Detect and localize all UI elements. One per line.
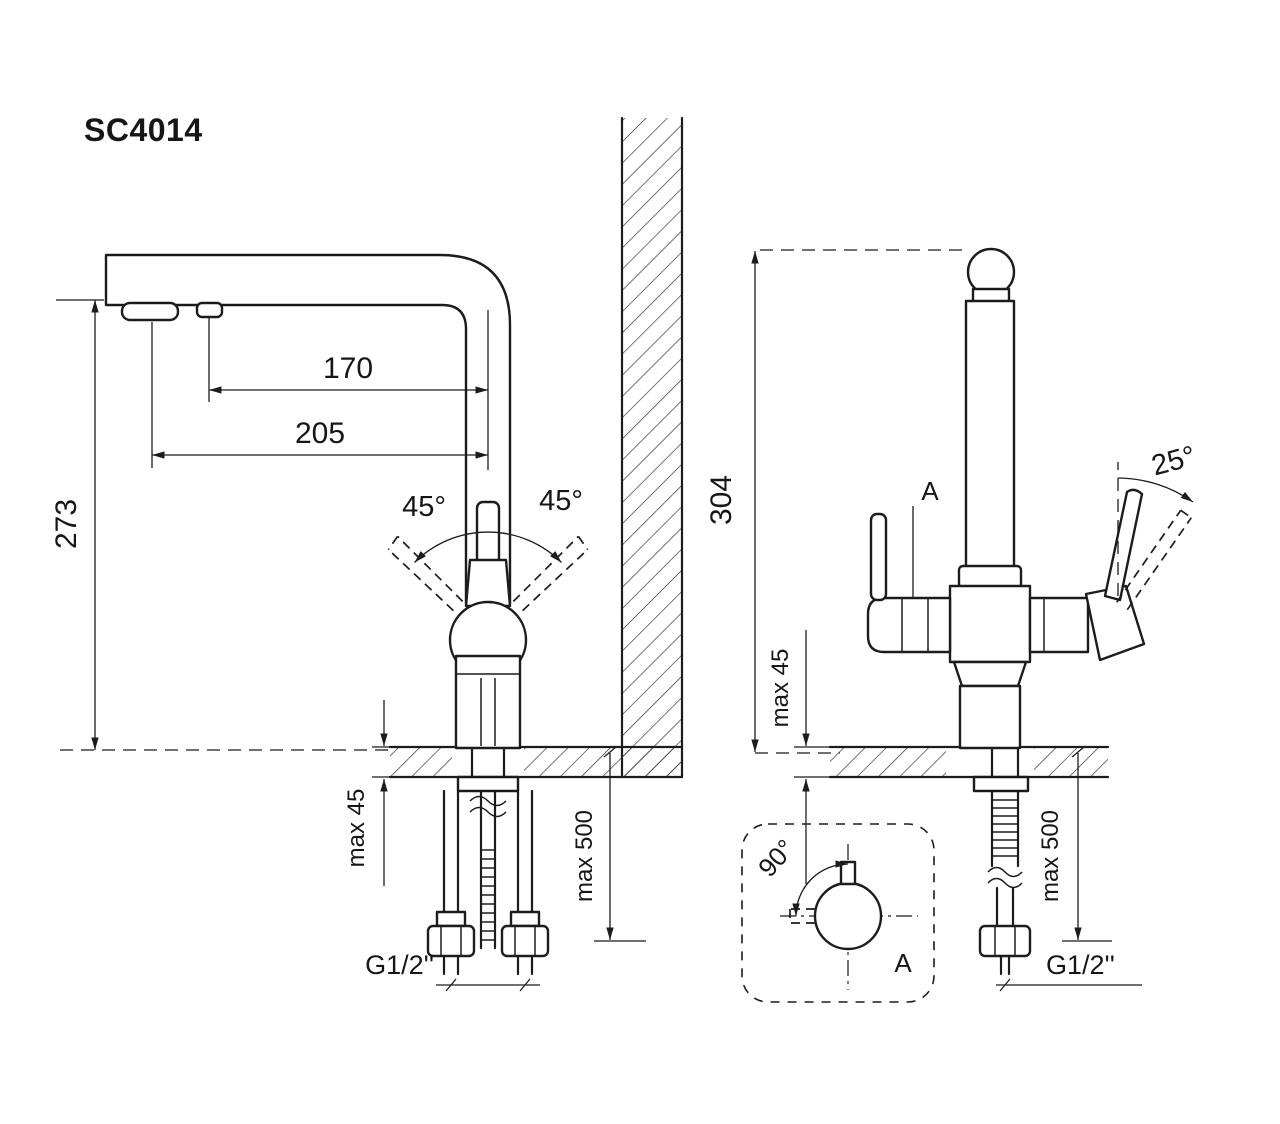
valve-lever-top: [839, 860, 857, 886]
section-mark: A: [912, 476, 939, 598]
hose-nut-right: [500, 924, 550, 958]
tilt-angle-label: 25°: [1148, 440, 1199, 482]
max45-front-label: max 45: [767, 649, 794, 728]
dimension-304: 304: [705, 249, 964, 754]
faucet-side: [104, 253, 528, 750]
dim-205-label: 205: [295, 417, 345, 450]
base-taper: [952, 660, 1028, 688]
detail-boundary: [741, 823, 935, 1003]
rotation-angle-label: 90°: [752, 833, 801, 882]
side-view: 45° 45° 273 170 205 max 45: [50, 116, 684, 992]
countertop-front: [828, 745, 1110, 779]
riser-pipe: [964, 299, 1016, 570]
front-view: 25° A: [705, 247, 1199, 992]
base-cylinder: [958, 684, 1022, 750]
aerator: [120, 301, 180, 322]
section-a-label: A: [921, 476, 939, 506]
max45-side-label: max 45: [343, 789, 370, 868]
valve-top-view: [813, 881, 883, 951]
dim-304-label: 304: [705, 475, 738, 525]
hose-collar-right: [509, 910, 541, 928]
handle-tilt-indication: 25°: [1116, 440, 1199, 611]
hose-collar-left: [435, 910, 467, 928]
hose-nut-left: [426, 924, 476, 958]
lever-neck: [464, 558, 512, 608]
body-hub: [948, 584, 1032, 664]
neck-collar: [957, 564, 1023, 590]
swing-angle-right-label: 45°: [539, 485, 583, 517]
under-counter-side: [426, 746, 550, 976]
swing-angle-left-label: 45°: [402, 491, 446, 523]
mixer-handle: [1103, 488, 1144, 602]
dim-170-label: 170: [323, 352, 373, 385]
dimension-max500-side: max 500: [571, 746, 646, 942]
left-valve-arm: [866, 596, 952, 654]
mounting-flange-front: [972, 775, 1030, 793]
wall-hatching: [620, 116, 684, 779]
dimension-205: 205: [151, 322, 488, 468]
filter-lever: [869, 512, 888, 602]
dimension-max500-front: max 500: [1037, 746, 1112, 942]
under-counter-front: [972, 746, 1032, 976]
dimension-max45-front: max 45: [767, 630, 840, 884]
right-valve-arm: [1028, 596, 1090, 654]
model-number: SC4014: [84, 112, 203, 148]
detail-a-label: A: [894, 948, 912, 978]
thread-ticks-front: [992, 799, 1018, 857]
hose-nut-front: [978, 924, 1032, 958]
faucet-front: [866, 247, 1146, 750]
mounting-flange: [456, 775, 520, 793]
body-cylinder: [454, 654, 522, 750]
handle-swing-indication: 45° 45°: [387, 485, 589, 612]
thread-annotation-front: G1/2'': [996, 950, 1142, 992]
detail-view-a: 90° A: [741, 823, 935, 1003]
filtered-outlet: [195, 301, 224, 319]
max500-side-label: max 500: [571, 810, 598, 902]
thread-front-label: G1/2'': [1046, 950, 1115, 980]
dimension-170: 170: [208, 310, 489, 470]
dim-273-label: 273: [50, 499, 83, 549]
thread-ticks: [481, 849, 495, 941]
dimension-273: 273: [50, 299, 104, 750]
countertop-side: [388, 745, 684, 779]
thread-side-label: G1/2'': [365, 950, 434, 980]
dimension-max45-side: max 45: [343, 700, 396, 886]
max500-front-label: max 500: [1037, 810, 1064, 902]
thread-annotation-side: G1/2'': [365, 950, 540, 992]
